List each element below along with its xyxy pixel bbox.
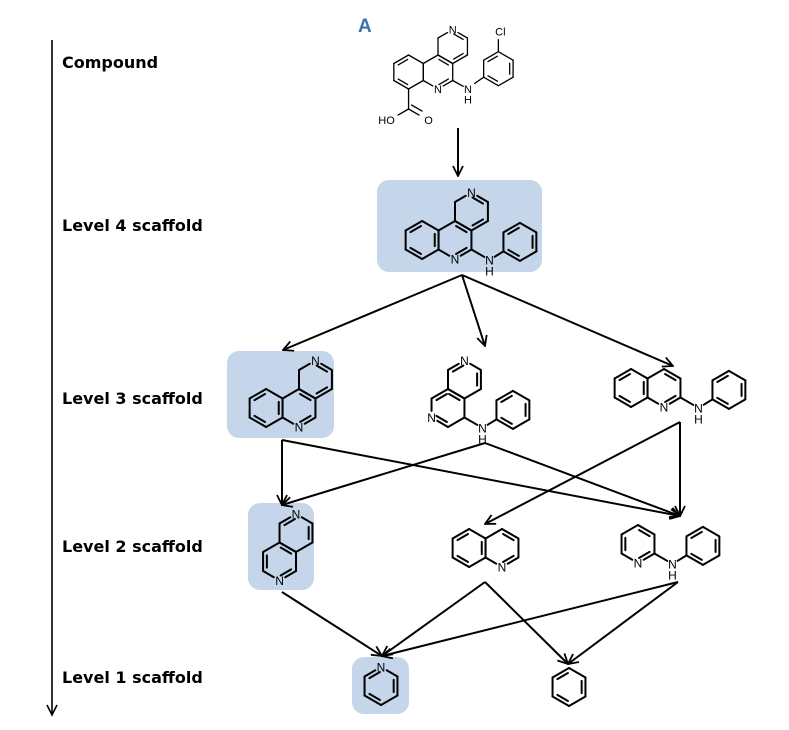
svg-text:HO: HO [378, 115, 395, 127]
edge-arrow-L3c-to-L2b [485, 421, 681, 524]
panel-label: A [358, 16, 372, 37]
svg-text:N: N [668, 557, 677, 571]
molecule-L3a: NN [248, 354, 333, 434]
svg-text:H: H [478, 433, 487, 447]
edge-arrow-L4-to-L3a [283, 274, 463, 350]
svg-text:H: H [464, 94, 472, 106]
level-label-level3: Level 3 scaffold [62, 389, 203, 408]
svg-text:H: H [694, 413, 703, 427]
svg-text:Cl: Cl [495, 27, 505, 39]
svg-text:N: N [292, 507, 301, 521]
svg-text:N: N [451, 252, 460, 266]
svg-text:N: N [634, 556, 643, 570]
svg-text:H: H [668, 569, 677, 583]
molecule-L1a: N [363, 660, 399, 706]
highlight-box-L4 [377, 180, 542, 272]
edge-arrow-L2c-to-L1b [568, 581, 679, 664]
highlight-box-L1a [352, 657, 409, 714]
level-label-level1: Level 1 scaffold [62, 668, 203, 687]
svg-text:N: N [464, 84, 472, 96]
molecule-L2b: N [451, 528, 520, 574]
level-label-level4: Level 4 scaffold [62, 216, 203, 235]
molecule-L1b [551, 667, 587, 707]
highlight-box-L2a [248, 503, 314, 590]
molecule-L2a: NN [262, 507, 314, 588]
svg-text:N: N [694, 401, 703, 415]
edge-arrow-L3a-to-L2c [281, 439, 680, 516]
edge-arrow-L3b-to-L2a [282, 442, 486, 505]
svg-text:N: N [485, 253, 494, 267]
svg-text:H: H [485, 265, 494, 279]
svg-text:N: N [295, 420, 304, 434]
svg-text:O: O [424, 115, 433, 127]
svg-text:N: N [449, 24, 457, 36]
edge-arrow-L4-to-L3c [461, 274, 673, 366]
edge-arrow-L2c-to-L1a [382, 581, 679, 656]
level-label-level2: Level 2 scaffold [62, 537, 203, 556]
level-label-compound: Compound [62, 53, 159, 72]
svg-text:N: N [660, 400, 669, 414]
edge-arrow-L3b-to-L2c [484, 442, 680, 516]
level-axis-arrow [46, 40, 58, 717]
edge-arrow-L2b-to-L1b [484, 581, 568, 664]
svg-text:N: N [498, 560, 507, 574]
svg-text:N: N [311, 354, 320, 368]
svg-text:N: N [467, 186, 476, 200]
edge-arrow-L2b-to-L1a [382, 581, 486, 656]
svg-text:N: N [377, 660, 386, 674]
svg-text:N: N [427, 411, 436, 425]
svg-text:N: N [478, 421, 487, 435]
svg-text:N: N [434, 84, 442, 96]
svg-text:N: N [275, 574, 284, 588]
svg-text:N: N [460, 354, 469, 368]
edge-arrow-L4-to-L3b [461, 274, 485, 346]
edge-arrow-L2a-to-L1a [281, 591, 382, 656]
